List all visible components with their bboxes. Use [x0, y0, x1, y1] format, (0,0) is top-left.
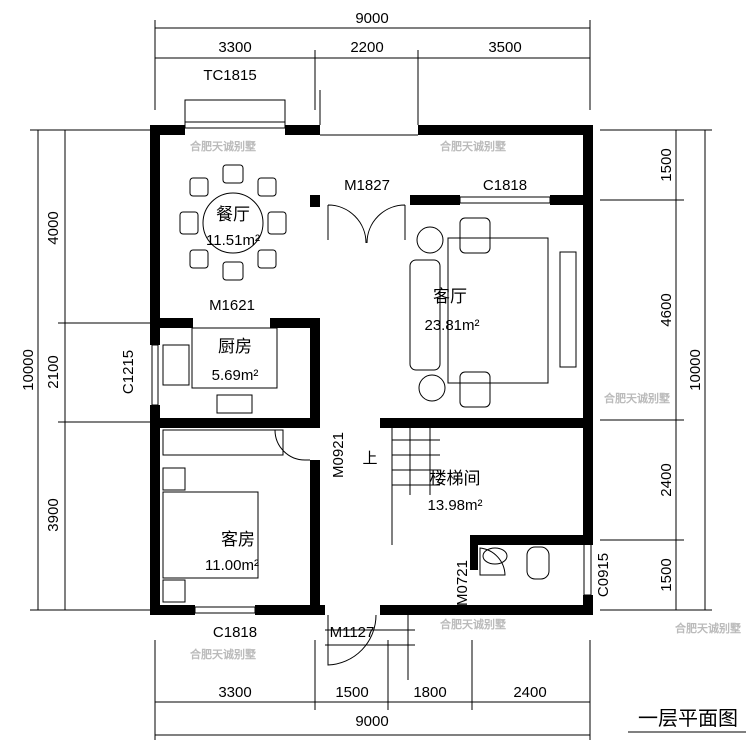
dim-right-4: 1500 — [658, 558, 675, 591]
dim-top-total: 9000 — [355, 10, 388, 27]
dim-bottom-3: 1800 — [413, 684, 446, 701]
dim-right-3: 2400 — [658, 463, 675, 496]
watermark: 合肥天诚别墅 — [190, 139, 256, 153]
dim-top-3: 3500 — [488, 39, 521, 56]
stair-up-label: 上 — [362, 450, 377, 467]
room-area-living: 23.81m² — [424, 317, 479, 334]
room-area-stair: 13.98m² — [427, 497, 482, 514]
watermark: 合肥天诚别墅 — [604, 391, 670, 405]
room-name-stair: 楼梯间 — [430, 469, 481, 489]
dim-bottom-2: 1500 — [335, 684, 368, 701]
label-m1621: M1621 — [209, 297, 255, 314]
room-name-living: 客厅 — [433, 287, 467, 307]
watermarks: 合肥天诚别墅 合肥天诚别墅 合肥天诚别墅 合肥天诚别墅 合肥天诚别墅 合肥天诚别… — [190, 139, 741, 661]
room-area-guest: 11.00m² — [205, 557, 259, 574]
dim-bottom-4: 2400 — [513, 684, 546, 701]
dim-right-2: 4600 — [658, 293, 675, 326]
room-name-dining: 餐厅 — [216, 205, 250, 225]
dim-top-1: 3300 — [218, 39, 251, 56]
room-area-dining: 11.51m² — [206, 232, 260, 249]
watermark: 合肥天诚别墅 — [190, 647, 256, 661]
furniture — [162, 164, 577, 603]
dim-left-total: 10000 — [20, 349, 37, 391]
label-m0721: M0721 — [454, 560, 471, 606]
label-c1818-bottom: C1818 — [213, 624, 257, 641]
label-tc1815: TC1815 — [203, 67, 256, 84]
plan-title: 一层平面图 — [638, 706, 738, 730]
dim-bottom-1: 3300 — [218, 684, 251, 701]
dim-right-total: 10000 — [687, 349, 704, 391]
watermark: 合肥天诚别墅 — [440, 139, 506, 153]
dimension-lines — [30, 20, 712, 740]
dim-left-1: 4000 — [45, 211, 62, 244]
watermark: 合肥天诚别墅 — [675, 621, 741, 635]
dim-top-2: 2200 — [350, 39, 383, 56]
dim-left-2: 2100 — [45, 355, 62, 388]
dim-bottom-total: 9000 — [355, 713, 388, 730]
label-c1215: C1215 — [120, 350, 137, 394]
room-name-guest: 客房 — [221, 530, 255, 550]
label-m1827: M1827 — [344, 177, 390, 194]
watermark: 合肥天诚别墅 — [440, 617, 506, 631]
label-m0921: M0921 — [330, 432, 347, 478]
label-m1127: M1127 — [330, 624, 375, 641]
label-c0915: C0915 — [595, 553, 612, 597]
room-area-kitchen: 5.69m² — [212, 367, 259, 384]
room-name-kitchen: 厨房 — [218, 337, 252, 357]
dim-right-1: 1500 — [658, 148, 675, 181]
label-c1818-top: C1818 — [483, 177, 527, 194]
openings-graphics — [151, 90, 592, 680]
walls — [150, 125, 593, 615]
dim-left-3: 3900 — [45, 498, 62, 531]
